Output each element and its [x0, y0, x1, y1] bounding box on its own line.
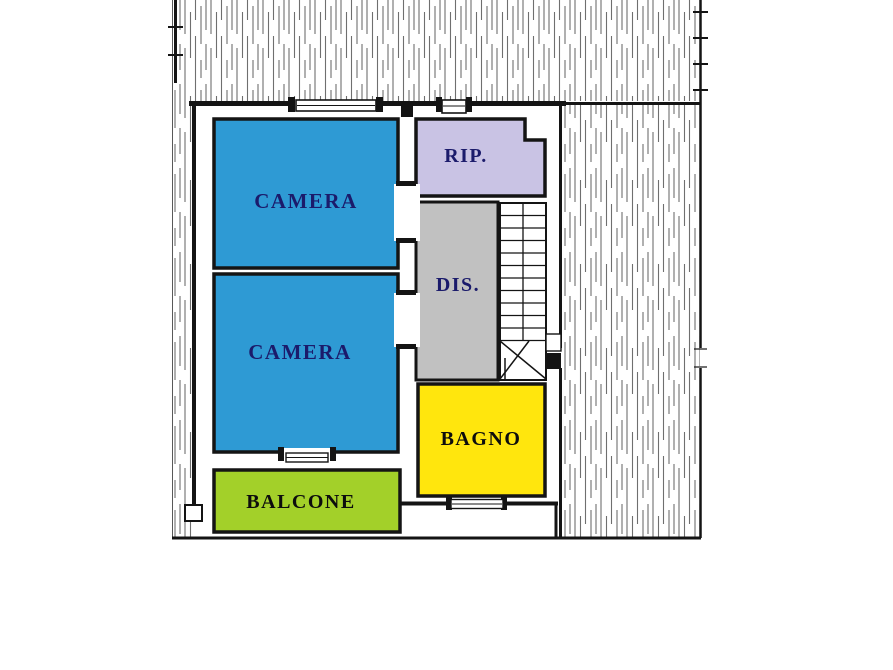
wall-notch-bottom-left	[184, 504, 203, 522]
stair-treads	[500, 203, 546, 342]
room-dis	[414, 200, 500, 382]
exterior-walls	[189, 101, 700, 538]
window-jamb	[446, 497, 452, 510]
window-jamb	[501, 497, 507, 510]
door-jamb	[278, 447, 284, 461]
door-camera-top	[394, 184, 420, 241]
wall-niche-upper	[545, 333, 562, 352]
window-jamb	[288, 97, 295, 112]
room-bagno	[416, 382, 547, 498]
door-jamb	[396, 344, 416, 349]
wall-pier-top	[401, 101, 413, 117]
hatch-area-top	[172, 0, 702, 101]
door-openings	[278, 181, 420, 463]
room-balcone	[212, 468, 402, 534]
label-bagno: BAGNO	[441, 428, 522, 450]
room-camera-bottom	[212, 272, 400, 454]
window-jamb	[436, 97, 442, 112]
door-jamb	[396, 181, 416, 186]
staircase	[499, 202, 562, 381]
label-camera-top: CAMERA	[254, 189, 358, 213]
label-dis: DIS.	[436, 274, 480, 296]
wall-pier	[546, 353, 561, 369]
label-camera-bottom: CAMERA	[248, 340, 352, 364]
boundary-lines	[168, 0, 708, 540]
windows	[288, 97, 507, 510]
label-rip: RIP.	[444, 145, 488, 167]
door-jamb	[396, 238, 416, 243]
window-jamb	[466, 97, 472, 112]
stair-break-lines	[499, 340, 547, 380]
room-camera-top	[212, 117, 400, 270]
window-jamb	[376, 97, 383, 112]
label-balcone: BALCONE	[246, 491, 355, 513]
hatch-strip-left	[172, 101, 193, 538]
door-jamb	[396, 290, 416, 295]
door-jamb	[330, 447, 336, 461]
door-camera-bottom	[394, 293, 420, 347]
hatch-area-right	[561, 103, 700, 538]
